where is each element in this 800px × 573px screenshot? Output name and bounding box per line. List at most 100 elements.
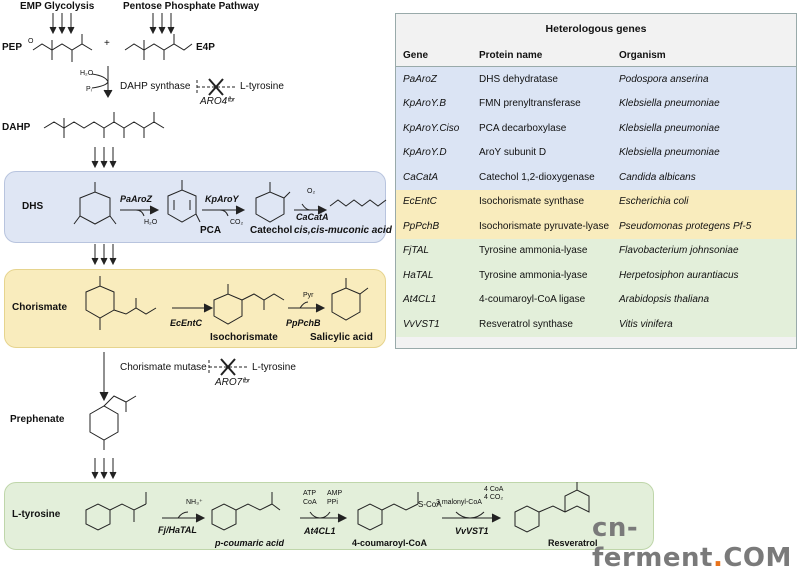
cell-protein: 4-coumaroyl-CoA ligase	[479, 294, 586, 306]
chorismate-label: Chorismate	[12, 302, 68, 313]
dahp-structure	[43, 112, 165, 138]
pep-atoms: O	[28, 38, 34, 45]
o2-label: O₂	[307, 188, 316, 195]
fourco2-label: 4 CO₂	[484, 494, 504, 501]
amp-label: AMP	[327, 490, 343, 497]
cell-protein: Tyrosine ammonia-lyase	[479, 245, 588, 257]
ltyrosine-label: L-tyrosine	[12, 509, 61, 520]
watermark-part2: COM	[723, 543, 792, 573]
malonyl-label: 3 malonyl-CoA	[436, 499, 482, 506]
cell-gene: HaTAL	[403, 269, 434, 281]
pep-structure	[32, 34, 93, 62]
nh3-label: NH₃⁺	[186, 499, 203, 506]
cell-protein: Catechol 1,2-dioxygenase	[479, 171, 595, 183]
ltyrosine-inhibitor-2: L-tyrosine	[252, 362, 296, 373]
cell-gene: VvVST1	[403, 318, 440, 330]
aro7-label: ARO7ᶠᵇʳ	[215, 377, 250, 388]
pca-structure	[167, 180, 201, 223]
paaroz-label: PaAroZ	[120, 194, 153, 204]
ppi-label: PPi	[327, 499, 338, 506]
cell-protein: DHS dehydratase	[479, 73, 558, 85]
fjtal-label: Fj/HaTAL	[158, 525, 197, 535]
cell-protein: Isochorismate pyruvate-lyase	[479, 220, 610, 232]
pep-label: PEP	[2, 42, 23, 53]
cell-protein: Tyrosine ammonia-lyase	[479, 269, 588, 281]
resveratrol-structure	[514, 482, 590, 533]
dahp-label: DAHP	[2, 122, 31, 133]
ltyrosine-structure	[85, 492, 147, 531]
table-row: VvVST1 Resveratrol synthase Vitis vinifera	[396, 312, 796, 337]
table-title: Heterologous genes	[545, 23, 647, 35]
cell-gene: KpAroY.D	[403, 147, 447, 159]
isochorismate-structure	[213, 284, 285, 325]
watermark-logo: cn-ferment.COM	[592, 513, 800, 573]
h2o-b-label: H₂O	[144, 219, 158, 226]
pppchb-label: PpPchB	[286, 318, 321, 328]
co2-label: CO₂	[230, 219, 244, 226]
ltyrosine-to-pcoumaric-arrow	[162, 511, 206, 523]
pyr-label: Pyr	[303, 292, 314, 299]
resveratrol-label: Resveratrol	[548, 538, 598, 548]
arrow-to-prephenate	[99, 352, 109, 402]
dhs-label: DHS	[22, 201, 44, 212]
triple-arrow-to-ltyrosine	[91, 458, 117, 480]
cacata-label: CaCatA	[296, 212, 329, 222]
h2o-label: H₂O	[80, 70, 94, 77]
triple-arrow-emp	[49, 13, 75, 35]
table-row: At4CL1 4-coumaroyl-CoA ligase Arabidopsis …	[396, 287, 796, 312]
prephenate-label: Prephenate	[10, 414, 65, 425]
catechol-label: Catechol	[250, 225, 293, 236]
heterologous-genes-table: Heterologous genes Gene Protein name Org…	[395, 13, 797, 349]
e4p-structure	[124, 34, 193, 60]
cell-organism: Arabidopsis thaliana	[619, 294, 710, 306]
atp-label: ATP	[303, 490, 317, 497]
pi-label: Pᵢ	[86, 86, 92, 93]
cell-protein: Resveratrol synthase	[479, 318, 573, 330]
cell-gene: KpAroY.Ciso	[403, 122, 460, 134]
coa-label: CoA	[303, 499, 317, 506]
cell-organism: Podospora anserina	[619, 73, 709, 85]
plus-sign: +	[104, 38, 110, 49]
coumcoa-structure	[357, 492, 419, 531]
salicylic-label: Salicylic acid	[310, 332, 373, 343]
fourcoa-label: 4 CoA	[484, 486, 504, 493]
aro7-inhibition-mark	[208, 358, 249, 376]
cell-gene: PpPchB	[403, 220, 440, 232]
catechol-structure	[255, 182, 291, 223]
merge-arrow	[91, 66, 113, 99]
at4cl1-label: At4CL1	[304, 526, 336, 536]
pentose-phosphate-label: Pentose Phosphate Pathway	[123, 1, 260, 12]
kparoy-label: KpAroY	[205, 194, 239, 204]
watermark-dot: .	[712, 543, 724, 573]
chorismate-mutase-label: Chorismate mutase	[120, 362, 207, 373]
dahp-synthase-label: DAHP synthase	[120, 81, 191, 92]
ltyrosine-inhibitor-1: L-tyrosine	[240, 81, 284, 92]
pcoumaric-to-coumcoa-arrow	[300, 511, 348, 523]
cell-gene: FjTAL	[403, 245, 429, 257]
triple-arrow-to-chorismate	[91, 244, 117, 266]
cell-gene: At4CL1	[403, 294, 437, 306]
cell-protein: AroY subunit D	[479, 147, 547, 159]
prephenate-structure	[89, 395, 137, 450]
muconic-structure	[329, 199, 387, 207]
emp-glycolysis-label: EMP Glycolysis	[20, 1, 95, 12]
ltyrosine-band	[4, 482, 654, 550]
cell-organism: Klebsiella pneumoniae	[619, 122, 720, 134]
cell-organism: Vitis vinifera	[619, 318, 673, 330]
aro4-label: ARO4ᶠᵇʳ	[200, 96, 235, 107]
salicylic-structure	[331, 278, 369, 321]
catechol-to-muconic-arrow	[294, 203, 328, 215]
triple-arrow-ppp	[149, 13, 175, 35]
cell-protein: FMN prenyltransferase	[479, 98, 581, 110]
vvvst1-label: VvVST1	[455, 526, 489, 536]
cell-protein: Isochorismate synthase	[479, 196, 585, 208]
ecentc-label: EcEntC	[170, 318, 203, 328]
cell-protein: PCA decarboxylase	[479, 122, 567, 134]
table-header: Gene Protein name Organism	[396, 44, 796, 67]
